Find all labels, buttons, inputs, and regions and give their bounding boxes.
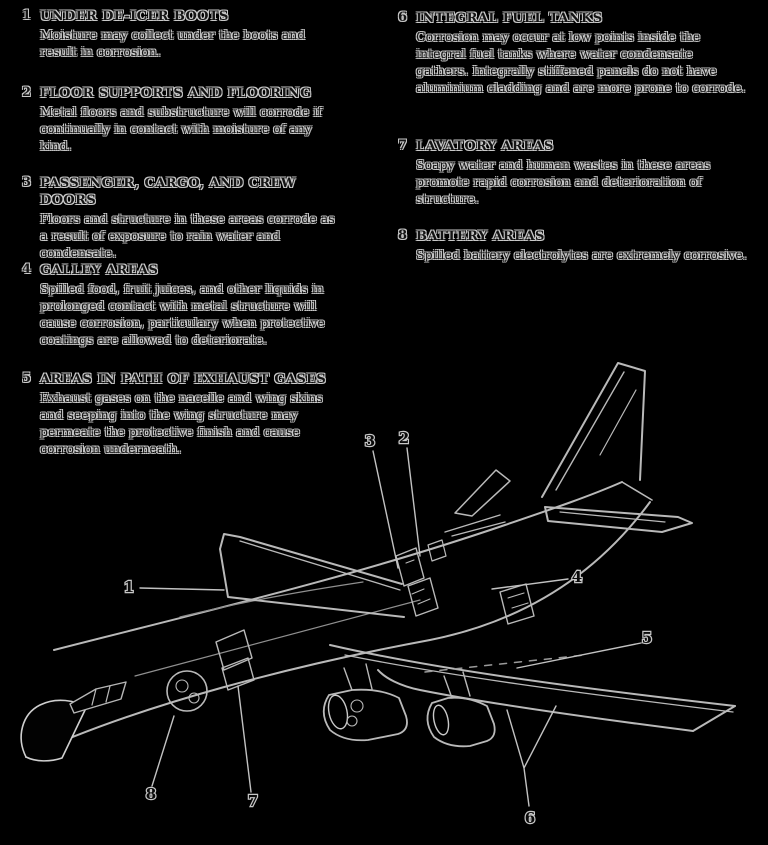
legend-title: BATTERY AREAS <box>416 229 545 244</box>
engine-pylon-inboard <box>343 663 373 691</box>
door-detail-marks <box>405 559 431 605</box>
galley-cutaway <box>499 583 535 625</box>
battery-detail2 <box>188 692 200 704</box>
galley-detail-marks <box>507 592 529 609</box>
legend-body: Moisture may collect under the boots and… <box>40 27 306 59</box>
callout-4: 4 <box>572 568 582 586</box>
leader-6 <box>506 705 557 807</box>
door-cutaway-c <box>427 539 447 562</box>
engine-inlet-inboard <box>327 694 349 730</box>
legend-number: 2 <box>22 85 32 100</box>
callout-6: 6 <box>525 809 535 827</box>
engine-fan-detail2 <box>346 715 358 727</box>
legend-title: GALLEY AREAS <box>40 263 159 278</box>
leader-lines <box>139 447 642 807</box>
legend-title: UNDER DE-ICER BOOTS <box>40 9 229 24</box>
legend-body: Floors and structure in these areas corr… <box>40 211 335 260</box>
near-wing-tip <box>692 705 736 732</box>
battery-area-cutaway <box>166 670 208 712</box>
stabilizer-left <box>444 514 506 537</box>
leader-7 <box>237 685 252 793</box>
legend-number: 5 <box>22 371 32 386</box>
rudder-line <box>599 389 637 456</box>
leader-5 <box>516 642 642 669</box>
leader-8 <box>151 715 175 787</box>
legend-title: INTEGRAL FUEL TANKS <box>416 11 603 26</box>
door-cutaway-a <box>395 547 425 587</box>
legend-body: Exhaust gases on the nacelle and wing sk… <box>40 390 323 456</box>
near-wing-trailing-edge <box>377 669 694 732</box>
callout-7: 7 <box>248 792 258 810</box>
lavatory-cutaway <box>215 629 255 691</box>
legend-number: 1 <box>22 8 32 23</box>
engine-pylon-outboard <box>443 671 471 699</box>
leader-1 <box>139 587 225 591</box>
legend-number: 3 <box>22 175 32 190</box>
legend-title: PASSENGER, CARGO, AND CREW DOORS <box>40 176 296 208</box>
nose-radome <box>20 699 87 762</box>
fuselage-bottom-line <box>25 501 651 758</box>
tail-cone <box>621 481 653 501</box>
leader-2 <box>406 447 421 557</box>
far-wing-leading-edge-inner <box>239 540 401 591</box>
legend-title: AREAS IN PATH OF EXHAUST GASES <box>40 372 327 387</box>
legend-title: FLOOR SUPPORTS AND FLOORING <box>40 86 312 101</box>
callout-3: 3 <box>365 432 375 450</box>
legend-number: 4 <box>22 262 32 277</box>
engine-nacelle-inboard <box>322 688 408 742</box>
callout-2: 2 <box>399 429 409 447</box>
legend-title: LAVATORY AREAS <box>416 139 554 154</box>
near-wing-leading-edge <box>329 644 736 707</box>
legend-body: Soapy water and human wastes in these ar… <box>416 157 711 206</box>
engine-nacelle-outboard <box>426 696 496 748</box>
legend-body: Spilled battery electrolytes are extreme… <box>416 247 747 262</box>
leader-3 <box>372 450 399 569</box>
engine-fan-detail <box>350 699 364 713</box>
legend-body: Corrosion may occur at low points inside… <box>416 29 746 95</box>
wing-flap-dashed-line <box>424 654 586 673</box>
legend-number: 7 <box>398 138 408 153</box>
fuselage-cheat-line <box>134 599 421 677</box>
legend-body: Metal floors and substructure will corro… <box>40 104 322 153</box>
fuselage-crown-line <box>179 581 364 618</box>
stabilizer-right <box>544 506 693 533</box>
far-wing-outline <box>219 533 405 618</box>
callout-1: 1 <box>124 578 134 596</box>
leader-4 <box>491 578 569 590</box>
legend-number: 6 <box>398 10 408 25</box>
cockpit-window-divider <box>91 688 97 706</box>
engine-inlet-outboard <box>432 704 450 736</box>
cockpit-windows <box>69 681 127 714</box>
legend-number: 8 <box>398 228 408 243</box>
battery-detail <box>175 679 189 693</box>
callout-8: 8 <box>146 785 156 803</box>
door-cutaway-b <box>407 577 439 617</box>
vertical-fin <box>541 362 646 498</box>
legend-body: Spilled food, fruit juices, and other li… <box>40 281 325 347</box>
cockpit-window-divider2 <box>105 685 111 703</box>
vertical-fin-inner <box>555 371 625 491</box>
stabilizer-right-inner <box>559 511 666 523</box>
callout-5: 5 <box>642 629 652 647</box>
near-wing-leading-edge-inner <box>344 654 734 713</box>
dorsal-fillet <box>454 469 511 517</box>
